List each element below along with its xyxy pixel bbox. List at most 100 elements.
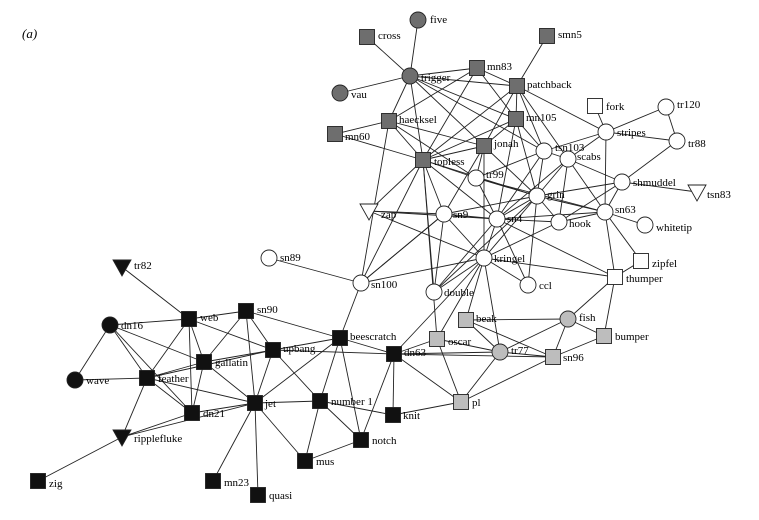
- edge-upbang-number1: [272, 349, 321, 402]
- edge-patchback-scabs: [516, 85, 569, 160]
- edge-mn60-topless: [334, 133, 424, 161]
- node-beescratch: [332, 330, 348, 346]
- node-label-mus: mus: [316, 456, 334, 468]
- edge-haecksel-mn60: [334, 120, 390, 135]
- edge-topless-sn100: [360, 159, 424, 284]
- edge-sn63-zipfel: [604, 211, 642, 262]
- node-whitetip: [636, 216, 654, 234]
- edge-smn5-patchback: [516, 35, 548, 87]
- node-label-tr88: tr88: [688, 138, 706, 150]
- node-label-sn63: sn63: [615, 204, 636, 216]
- node-label-trigger: trigger: [421, 72, 451, 84]
- node-tr88: [668, 132, 686, 150]
- node-web: [181, 311, 197, 327]
- edge-dn16-feather: [109, 324, 148, 379]
- node-pl: [453, 394, 469, 410]
- edge-layer: [37, 19, 698, 496]
- node-upbang: [265, 342, 281, 358]
- edge-tr82-web: [121, 266, 190, 320]
- edge-scabs-shmuddel: [567, 158, 623, 183]
- panel-label: (a): [22, 26, 38, 41]
- node-label-beak: beak: [476, 313, 497, 325]
- edge-number1-jet: [254, 400, 321, 404]
- edge-shmuddel-tsn83: [621, 181, 698, 193]
- edge-sn89-sn100: [268, 257, 362, 284]
- node-label-quasi: quasi: [269, 490, 292, 502]
- node-grin: [528, 187, 546, 205]
- node-label-ripplefluke: ripplefluke: [134, 433, 182, 445]
- edge-jonah-topless: [422, 145, 485, 161]
- edge-topless-zap: [368, 159, 424, 212]
- edge-bumper-sn96: [552, 335, 605, 358]
- node-fish: [559, 310, 577, 328]
- edge-tr77-pl: [460, 351, 501, 403]
- edge-gallatin-jet: [203, 361, 256, 404]
- node-label-mn105: mn105: [526, 112, 557, 124]
- node-label-bumper: bumper: [615, 331, 649, 343]
- edge-sn9-sn4: [443, 213, 498, 220]
- edge-sn4-double: [433, 218, 498, 293]
- edge-beescratch-notch: [339, 337, 362, 441]
- node-fork: [587, 98, 603, 114]
- edge-sn100-beescratch: [339, 282, 362, 339]
- node-label-mn23: mn23: [224, 477, 250, 489]
- node-tr120: [657, 98, 675, 116]
- node-label-zig: zig: [49, 478, 63, 490]
- edge-ripplefluke-zig: [37, 436, 123, 482]
- edge-sn4-ccl: [496, 218, 529, 286]
- edge-kringel-dn63: [393, 257, 485, 355]
- node-label-dn16: dn16: [121, 320, 144, 332]
- node-label-dn63: dn63: [404, 347, 427, 359]
- edge-mn105-sn4: [496, 118, 517, 220]
- node-label-upbang: upbang: [283, 343, 316, 355]
- edge-oscar-tr77: [436, 338, 501, 353]
- node-label-patchback: patchback: [527, 79, 572, 91]
- edge-trigger-jonah: [409, 75, 485, 147]
- edge-jet-quasi: [254, 402, 259, 496]
- edge-gallatin-feather: [146, 361, 205, 379]
- edge-dn63-sn96: [393, 353, 554, 358]
- edge-shmuddel-grin: [536, 181, 623, 197]
- node-sn96: [545, 349, 561, 365]
- edge-sn63-thumper: [604, 211, 616, 278]
- edge-scabs-sn63: [567, 158, 606, 213]
- node-label-ccl: ccl: [539, 280, 552, 292]
- node-beak: [458, 312, 474, 328]
- edge-topless-tr99: [422, 159, 477, 179]
- node-label-cross: cross: [378, 30, 401, 42]
- node-trigger: [401, 67, 419, 85]
- edge-dn16-dn21: [109, 324, 193, 414]
- edge-topless-oscar: [422, 159, 438, 340]
- edge-scabs-hook: [558, 158, 569, 223]
- node-ccl: [519, 276, 537, 294]
- node-label-tr77: tr77: [511, 345, 529, 357]
- node-label-tr120: tr120: [677, 99, 701, 111]
- node-five: [409, 11, 427, 29]
- edge-beak-fish: [465, 318, 569, 321]
- node-mn23: [205, 473, 221, 489]
- edge-web-upbang: [188, 318, 274, 351]
- edge-fish-tr77: [499, 318, 569, 353]
- edge-sn4-thumper: [496, 218, 616, 278]
- edge-sn96-pl: [460, 356, 554, 403]
- edge-shmuddel-hook: [558, 181, 623, 223]
- node-scabs: [559, 150, 577, 168]
- node-label-sn9: sn9: [453, 209, 469, 221]
- node-label-beescratch: beescratch: [350, 331, 397, 343]
- node-sn9: [435, 205, 453, 223]
- edge-jonah-sn9: [443, 145, 485, 215]
- edge-grin-double: [433, 195, 538, 293]
- node-label-zap: zap: [381, 209, 397, 221]
- node-mn60: [327, 126, 343, 142]
- node-mn105: [508, 111, 524, 127]
- edge-oscar-pl: [436, 338, 462, 403]
- node-label-sn89: sn89: [280, 252, 301, 264]
- edge-trigger-mn105: [409, 75, 517, 120]
- node-zig: [30, 473, 46, 489]
- node-bumper: [596, 328, 612, 344]
- edge-mn83-haecksel: [388, 67, 478, 122]
- edge-kringel-tr77: [483, 257, 501, 353]
- node-double: [425, 283, 443, 301]
- edge-kringel-double: [433, 257, 485, 293]
